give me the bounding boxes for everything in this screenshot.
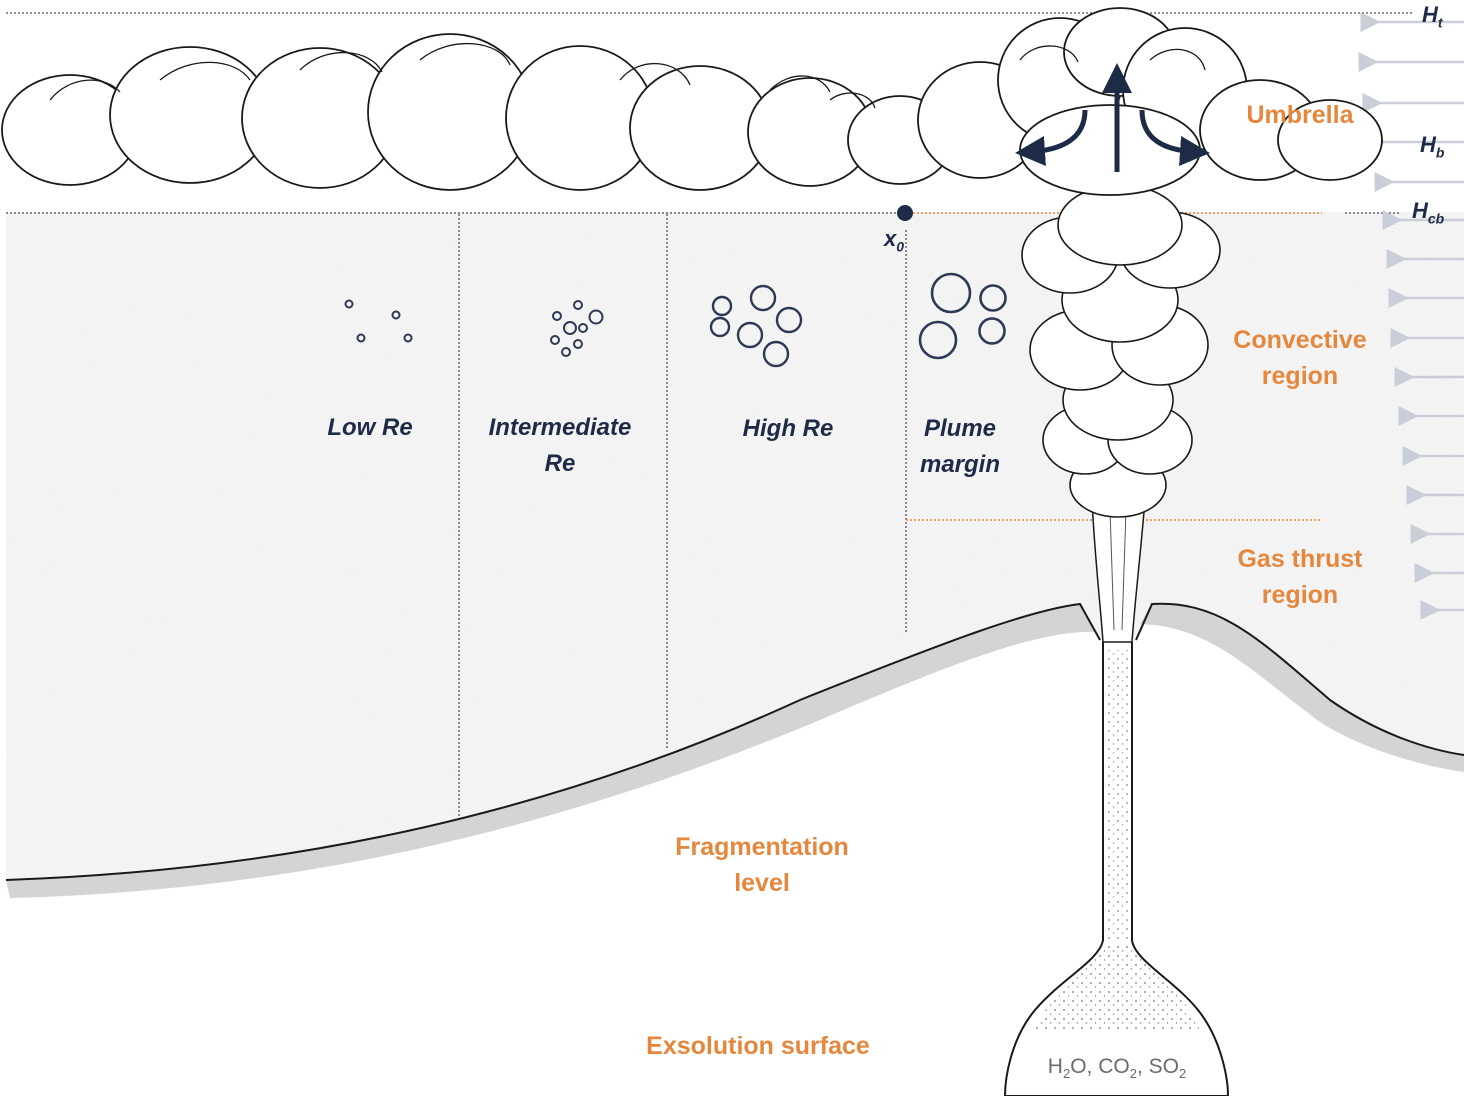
- ground-outline-right: [1135, 602, 1464, 756]
- particles-plume-margin: [918, 272, 1007, 360]
- particles-intermediate-re: [550, 300, 604, 357]
- jet-streak-1: [1109, 509, 1115, 631]
- label-convective-line-2: region: [1261, 362, 1339, 390]
- label-h-base: Hb: [1420, 132, 1445, 161]
- wind-arrows: [1358, 12, 1464, 620]
- label-x0: x0: [884, 226, 905, 255]
- label-exsolution-surface: Exsolution surface: [646, 1032, 870, 1060]
- jet-streak-2: [1121, 509, 1127, 631]
- label-convective-line-1: Convective: [1233, 326, 1367, 354]
- left-spread-arrow: [1015, 109, 1088, 166]
- label-intermediate-line-2: Re: [544, 450, 576, 477]
- label-h-cloud-base: Hcb: [1412, 198, 1445, 227]
- label-fragmentation-line-1: Fragmentation: [675, 833, 849, 861]
- label-plume-margin-line-2: margin: [919, 451, 1000, 478]
- right-spread-arrow: [1139, 109, 1210, 166]
- label-intermediate-re: Intermediate Re: [470, 410, 650, 482]
- ground-shadow-right: [1140, 603, 1464, 772]
- label-intermediate-line-1: Intermediate: [488, 414, 632, 441]
- chamber-bubbles: [1035, 945, 1200, 1030]
- ground-outline-left: [5, 602, 1101, 881]
- label-plume-margin-line-1: Plume: [923, 415, 997, 442]
- label-fragmentation-line-2: level: [734, 869, 790, 897]
- label-gas-thrust-region: Gas thrust region: [1210, 541, 1390, 613]
- label-gas-thrust-line-2: region: [1261, 581, 1339, 609]
- gas-thrust-jet: [1091, 499, 1146, 643]
- particles-high-re: [709, 284, 803, 368]
- label-high-re: High Re: [742, 415, 834, 442]
- label-umbrella: Umbrella: [1246, 101, 1354, 129]
- conduit-bubbles: [1106, 650, 1129, 940]
- umbrella-cloud: [1, 7, 1383, 196]
- label-convective-region: Convective region: [1210, 322, 1390, 394]
- label-plume-margin: Plume margin: [895, 411, 1025, 483]
- particles-low-re: [344, 299, 413, 343]
- ground-shadow-left: [6, 604, 1096, 898]
- label-gases: H2O, CO2, SO2: [1047, 1055, 1187, 1082]
- label-fragmentation-level: Fragmentation level: [652, 829, 872, 901]
- label-h-top: Ht: [1422, 2, 1443, 31]
- label-gas-thrust-line-1: Gas thrust: [1237, 545, 1363, 573]
- convective-column: [1021, 184, 1221, 518]
- x0-point: [897, 205, 913, 221]
- cloud-detail-lines: [49, 42, 1206, 109]
- label-low-re: Low Re: [327, 414, 413, 441]
